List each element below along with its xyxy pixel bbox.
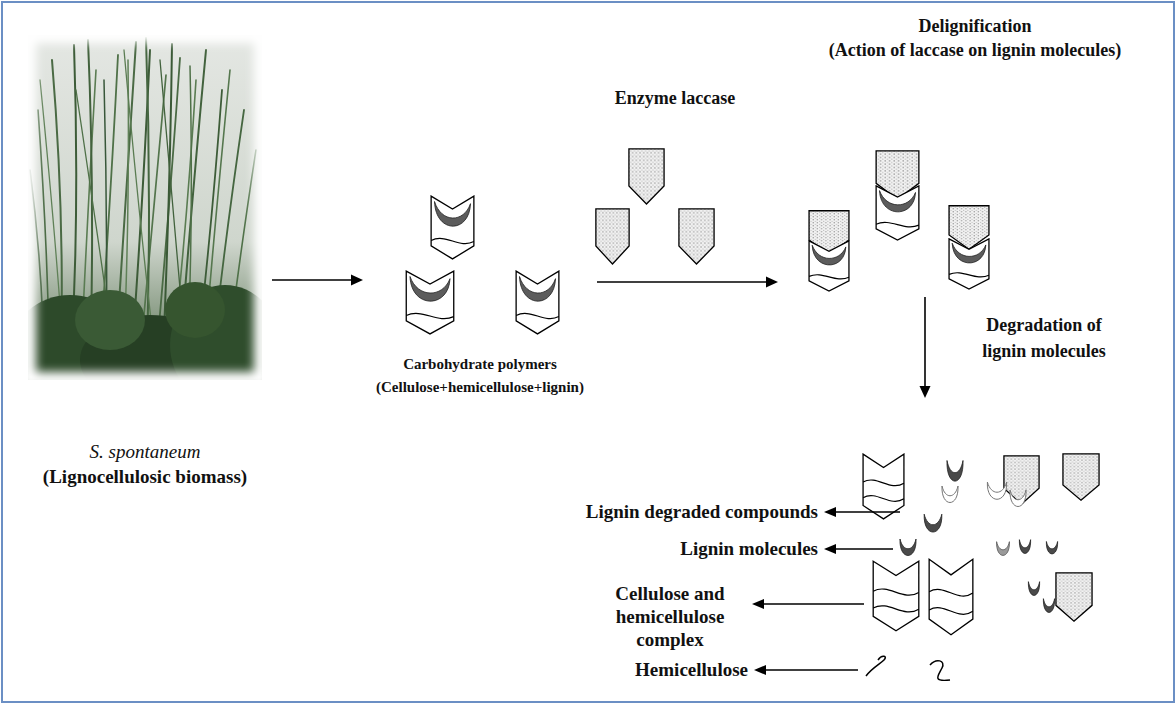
text-label: Carbohydrate polymers (403, 353, 557, 376)
text-label: (Action of laccase on lignin molecules) (829, 38, 1121, 62)
text-block: S. spontaneum(Lignocellulosic biomass) (20, 440, 270, 489)
text-label: Lignin degraded compounds (586, 500, 818, 523)
leader-arrows (752, 507, 900, 675)
degradation-products (863, 454, 1099, 681)
arrow-line (597, 281, 768, 283)
text-label: Cellulose and hemicellulose complex (595, 582, 745, 652)
node-group: Carbohydrate polymers(Cellulose+hemicell… (365, 190, 595, 405)
node-group: Enzyme laccase (600, 85, 750, 270)
text-label: (Cellulose+hemicellulose+lignin) (376, 376, 584, 399)
node-group: Delignification(Action of laccase on lig… (780, 10, 1170, 295)
arrow-head (766, 277, 778, 288)
label-box: Hemicellulose (548, 658, 748, 681)
text-label: S. spontaneum (90, 440, 201, 465)
text-block: Carbohydrate polymers(Cellulose+hemicell… (365, 353, 595, 398)
flow-arrow (597, 277, 778, 288)
label-box: Cellulose and hemicellulose complex (595, 582, 745, 652)
grass-photo (28, 35, 262, 380)
text-block: Delignification(Action of laccase on lig… (780, 14, 1170, 63)
text-label: Hemicellulose (635, 658, 748, 681)
node-group: S. spontaneum(Lignocellulosic biomass) (20, 30, 270, 500)
text-block: Degradation of lignin molecules (965, 312, 1123, 364)
delignification-shapes (809, 151, 989, 291)
carbohydrate-polymer-shapes (406, 196, 559, 334)
arrow-line (924, 297, 926, 388)
text-label: Delignification (919, 14, 1032, 38)
label-box: Lignin degraded compounds (518, 500, 818, 523)
text-block: Enzyme laccase (600, 87, 750, 110)
laccase-shapes (596, 149, 714, 264)
arrow-head (920, 386, 931, 398)
text-label: Enzyme laccase (615, 87, 735, 110)
text-label: Lignin molecules (680, 537, 818, 560)
flow-arrow (920, 297, 931, 398)
node-group: Degradation of lignin molecules (850, 400, 1120, 695)
text-label: Degradation of lignin molecules (965, 312, 1123, 364)
label-box: Lignin molecules (518, 537, 818, 560)
flow-arrow (272, 275, 363, 286)
text-label: (Lignocellulosic biomass) (43, 465, 247, 490)
arrow-line (272, 279, 353, 281)
arrow-head (351, 275, 363, 286)
